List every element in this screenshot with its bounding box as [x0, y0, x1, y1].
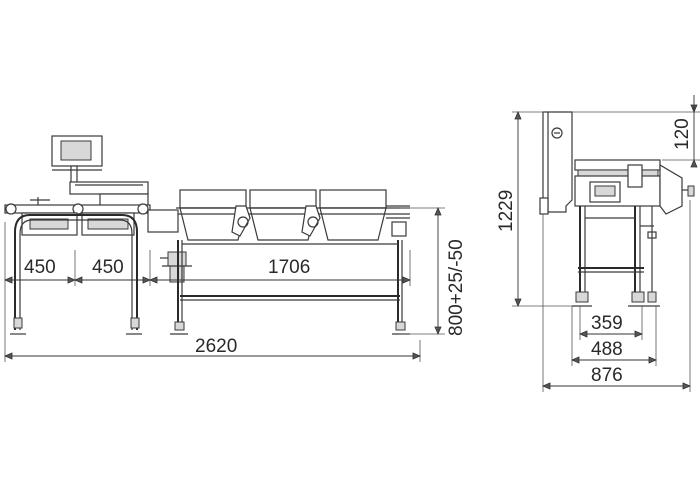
dim-top-offset: 120: [672, 118, 693, 150]
side-column: [539, 111, 573, 215]
weighing-unit: [69, 181, 149, 209]
dim-left-section: 450: [24, 257, 56, 278]
dim-total-length: 2620: [195, 336, 237, 357]
air-filter-unit: [160, 251, 192, 283]
side-conveyor-head: [574, 159, 695, 215]
side-view: 1229 120 359 488 876: [496, 95, 700, 392]
sorting-frame: [147, 209, 410, 335]
dim-sorting-section: 1706: [268, 257, 310, 278]
dim-middle-section: 450: [92, 257, 124, 278]
side-frame: [572, 206, 660, 307]
infeed-frame: [10, 214, 142, 335]
front-view: 450 450 1706 2620 800+25/-50: [3, 135, 467, 362]
dim-leg-span: 488: [591, 339, 623, 360]
sorting-bins: [176, 189, 410, 241]
side-dimensions: [512, 95, 700, 392]
dim-total-height: 1229: [496, 190, 517, 232]
infeed-conveyor: [4, 197, 151, 236]
dim-total-width: 876: [591, 365, 623, 386]
dim-frame-width: 359: [591, 313, 623, 334]
dim-height: 800+25/-50: [446, 239, 467, 336]
front-dimensions: [3, 206, 445, 362]
display-monitor: [51, 135, 103, 185]
